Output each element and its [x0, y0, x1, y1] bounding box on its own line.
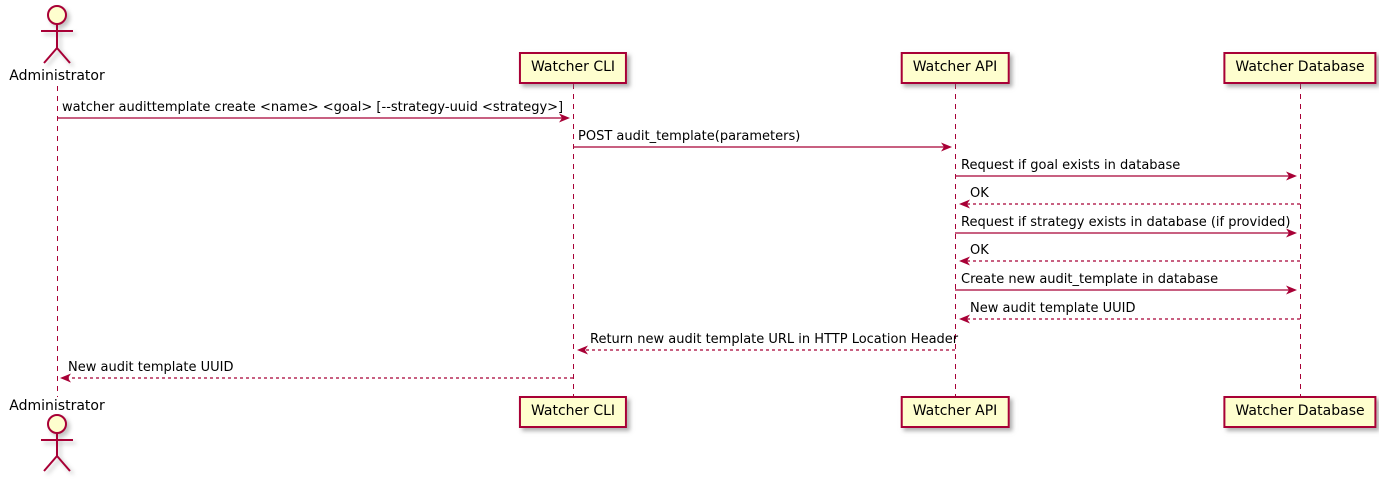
- participant-top-watcher-api: Watcher API: [900, 52, 1010, 84]
- message-arrow-3: [955, 171, 1297, 181]
- message-label-7: Create new audit_template in database: [961, 272, 1219, 287]
- lifelines: [57, 84, 1301, 397]
- message-arrow-9: [577, 345, 955, 355]
- message-label-5: Request if strategy exists in database (…: [961, 215, 1291, 230]
- message-arrow-7: [955, 285, 1297, 295]
- participant-bottom-watcher-cli: Watcher CLI: [518, 396, 628, 428]
- actor-icon: [41, 414, 73, 472]
- message-label-2: POST audit_template(parameters): [578, 129, 801, 144]
- message-label-3: Request if goal exists in database: [961, 158, 1181, 173]
- message-label-6: OK: [970, 243, 989, 258]
- message-arrow-2: [573, 142, 952, 152]
- message-arrow-6: [959, 256, 1300, 266]
- actor-label-administrator-top: Administrator: [9, 68, 105, 84]
- message-arrow-4: [959, 199, 1300, 209]
- actor-label-administrator-bottom: Administrator: [9, 398, 105, 414]
- message-arrow-8: [959, 314, 1300, 324]
- message-arrow-1: [57, 113, 570, 123]
- message-label-1: watcher audittemplate create <name> <goa…: [62, 100, 564, 115]
- message-label-4: OK: [970, 186, 989, 201]
- actor-icon: [41, 5, 73, 64]
- message-arrow-5: [955, 228, 1297, 238]
- participant-bottom-watcher-database: Watcher Database: [1223, 396, 1377, 428]
- message-label-9: Return new audit template URL in HTTP Lo…: [590, 332, 959, 347]
- message-label-8: New audit template UUID: [970, 301, 1136, 316]
- message-arrow-10: [60, 373, 573, 383]
- message-label-10: New audit template UUID: [68, 360, 234, 375]
- participant-top-watcher-cli: Watcher CLI: [518, 52, 628, 84]
- participant-top-watcher-database: Watcher Database: [1223, 52, 1377, 84]
- participant-bottom-watcher-api: Watcher API: [900, 396, 1010, 428]
